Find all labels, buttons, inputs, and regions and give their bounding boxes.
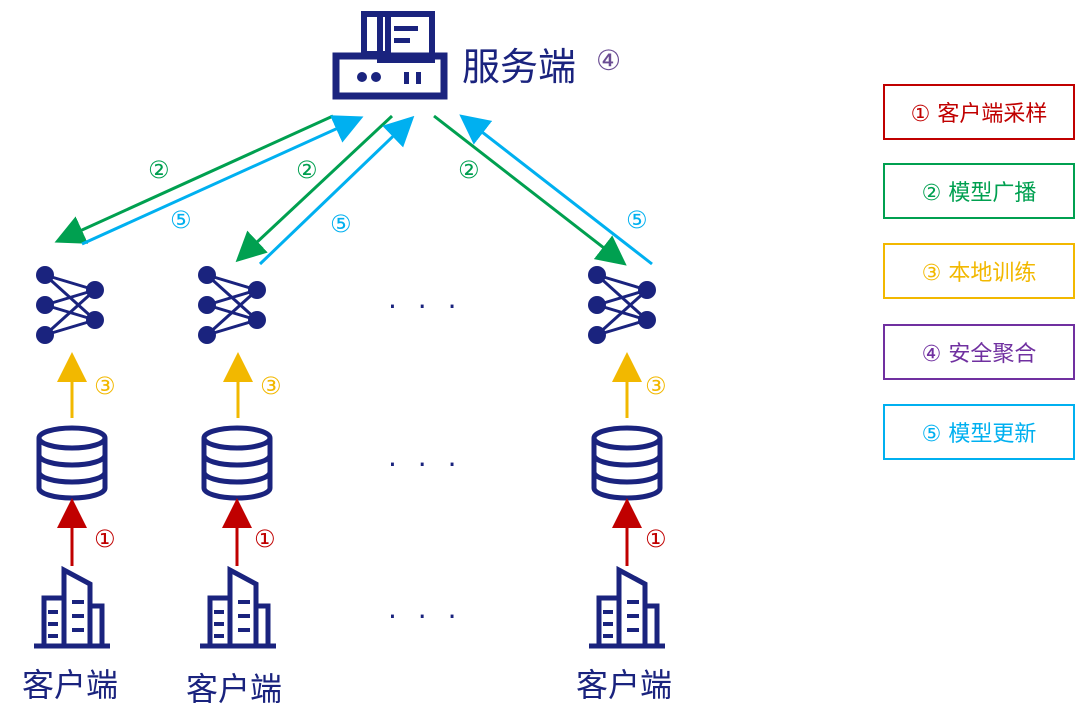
ellipsis: · · ·: [388, 600, 463, 633]
neural-network-icon: [196, 264, 268, 346]
client-label: 客户端: [575, 666, 672, 704]
sampling-step-marker: ①: [254, 525, 276, 553]
local-train-step-marker: ③: [260, 372, 282, 400]
sampling-step-marker: ①: [645, 525, 667, 553]
legend-item-model-update: ⑤ 模型更新: [883, 404, 1075, 460]
broadcast-step-marker: ②: [296, 156, 318, 184]
ellipsis: · · ·: [388, 290, 463, 323]
local-train-step-marker: ③: [94, 372, 116, 400]
server-icon: [332, 11, 448, 100]
database-icon: [594, 428, 660, 498]
database-icon: [204, 428, 270, 498]
neural-network-icon: [34, 264, 106, 346]
legend-item-client-sampling: ① 客户端采样: [883, 84, 1075, 140]
ellipsis: · · ·: [388, 448, 463, 481]
broadcast-step-marker: ②: [458, 156, 480, 184]
server-label: 服务端: [462, 45, 577, 89]
update-step-marker: ⑤: [170, 206, 192, 234]
update-arrow-1: [81, 115, 364, 246]
building-icon: [34, 570, 110, 646]
update-step-marker: ⑤: [330, 210, 352, 238]
broadcast-arrow-2: [235, 114, 394, 263]
local-train-step-marker: ③: [645, 372, 667, 400]
sampling-step-marker: ①: [94, 525, 116, 553]
building-icon: [589, 570, 665, 646]
building-icon: [200, 570, 276, 646]
legend-item-secure-aggregation: ④ 安全聚合: [883, 324, 1075, 380]
aggregation-step-marker: ④: [596, 44, 622, 77]
client-label: 客户端: [185, 670, 282, 708]
broadcast-arrow-3: [433, 114, 627, 266]
client-label: 客户端: [21, 666, 118, 704]
broadcast-arrow-1: [54, 114, 334, 244]
update-step-marker: ⑤: [626, 206, 648, 234]
update-arrow-3: [459, 114, 653, 266]
legend-item-local-training: ③ 本地训练: [883, 243, 1075, 299]
database-icon: [39, 428, 105, 498]
broadcast-step-marker: ②: [148, 156, 170, 184]
update-arrow-2: [258, 115, 415, 266]
neural-network-icon: [586, 264, 658, 346]
legend-item-model-broadcast: ② 模型广播: [883, 163, 1075, 219]
